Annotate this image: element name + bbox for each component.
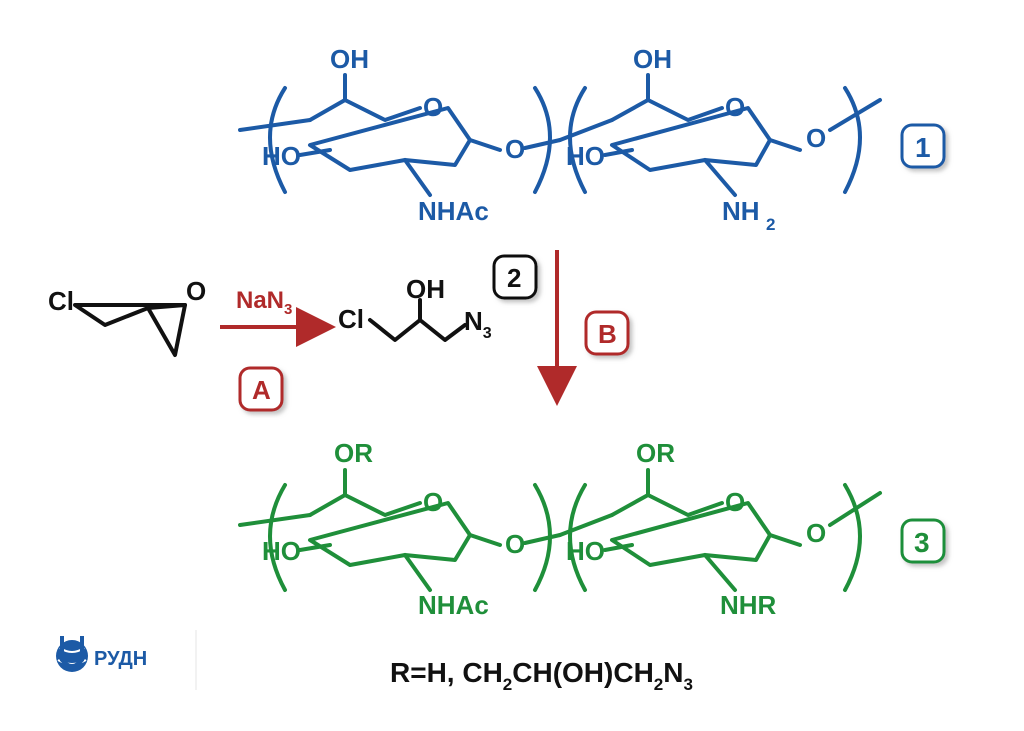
svg-text:B: B — [598, 319, 617, 349]
s3b-ringO: O — [725, 487, 745, 517]
svg-text:2: 2 — [507, 263, 521, 293]
structure-1-labels: OH O HO O NHAc OH O HO O NH 2 — [262, 44, 826, 234]
s3b-linkO: O — [806, 518, 826, 548]
c2-cl: Cl — [338, 304, 364, 334]
s3a-ringO: O — [423, 487, 443, 517]
s1b-linkO: O — [806, 123, 826, 153]
compound-2 — [368, 298, 467, 342]
s3a-linkO: O — [505, 529, 525, 559]
structure-3-product — [238, 468, 882, 592]
c2-oh: OH — [406, 274, 445, 304]
svg-text:A: A — [252, 375, 271, 405]
s3b-left: HO — [566, 536, 605, 566]
s3b-top: OR — [636, 438, 675, 468]
logo-text: РУДН — [94, 648, 147, 670]
structure-3-labels: OR O HO O NHAc OR O HO O NHR — [262, 438, 826, 620]
s1b-bottom: NH — [722, 196, 760, 226]
epichlorohydrin — [73, 303, 187, 357]
ring-1b — [610, 98, 772, 172]
badge-2: 2 — [492, 254, 538, 300]
ring-1a — [308, 98, 472, 172]
s3a-left: HO — [262, 536, 301, 566]
s1a-left: HO — [262, 141, 301, 171]
s3b-bottom: NHR — [720, 590, 777, 620]
svg-text:1: 1 — [915, 132, 931, 163]
badge-3: 3 — [900, 518, 946, 564]
bracket-right-1b — [843, 86, 862, 194]
ring-3b — [610, 493, 772, 567]
svg-text:3: 3 — [914, 527, 930, 558]
epi-o: O — [186, 276, 206, 306]
s3a-bottom: NHAc — [418, 590, 489, 620]
ring-3a — [308, 493, 472, 567]
structure-1-chitosan — [238, 73, 882, 197]
bracket-right-1a — [533, 86, 552, 194]
reagent-nan3: NaN3 — [236, 287, 292, 318]
s1a-ringO: O — [423, 92, 443, 122]
s1b-ringO: O — [725, 92, 745, 122]
s3a-top: OR — [334, 438, 373, 468]
s1b-left: HO — [566, 141, 605, 171]
c2-n3: N3 — [464, 306, 492, 342]
epi-cl: Cl — [48, 286, 74, 316]
s1a-top: OH — [330, 44, 369, 74]
bracket-left-1b — [568, 86, 587, 194]
bracket-left-1a — [268, 86, 287, 194]
rudn-logo: РУДН — [56, 630, 197, 690]
badge-a: A — [238, 366, 284, 412]
s1a-bottom: NHAc — [418, 196, 489, 226]
s1a-linkO: O — [505, 134, 525, 164]
s1b-bottom-sub: 2 — [766, 215, 775, 234]
s1b-top: OH — [633, 44, 672, 74]
r-definition: R=H, CH2CH(OH)CH2N3 — [390, 657, 693, 694]
badge-1: 1 — [900, 123, 946, 169]
badge-b: B — [584, 310, 630, 356]
